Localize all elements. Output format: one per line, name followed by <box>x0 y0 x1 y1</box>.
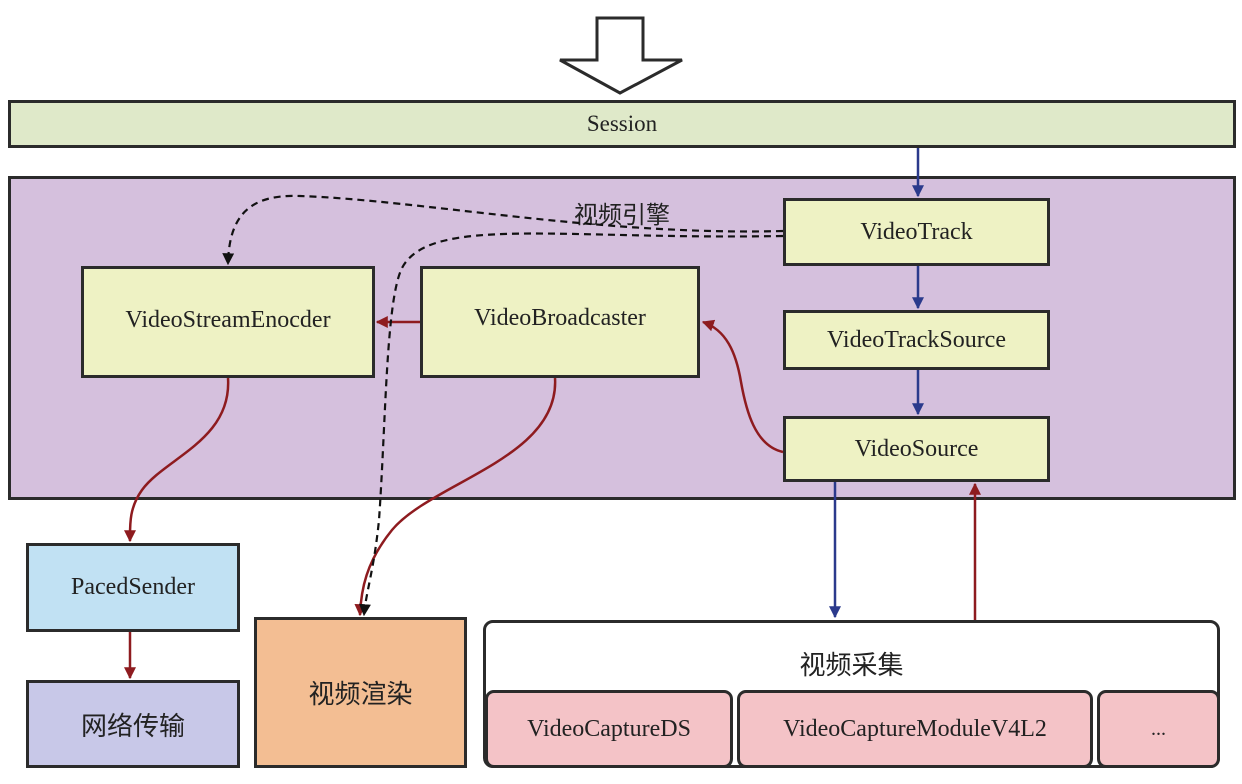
capture-module-v4l2: VideoCaptureModuleV4L2 <box>737 690 1093 768</box>
capture-module-ds: VideoCaptureDS <box>485 690 733 768</box>
paced-sender-label: PacedSender <box>71 574 195 600</box>
video-source-label: VideoSource <box>854 435 979 462</box>
video-track-source-node: VideoTrackSource <box>783 310 1050 370</box>
capture-module-ds-label: VideoCaptureDS <box>527 715 691 742</box>
video-track-source-label: VideoTrackSource <box>827 326 1006 353</box>
video-render-node: 视频渲染 <box>254 617 467 768</box>
video-stream-encoder-label: VideoStreamEnocder <box>125 306 331 333</box>
capture-module-v4l2-label: VideoCaptureModuleV4L2 <box>783 715 1047 742</box>
video-broadcaster-label: VideoBroadcaster <box>474 304 646 331</box>
input-down-arrow-icon <box>559 16 683 95</box>
capture-module-more-label: ... <box>1151 717 1166 740</box>
session-label: Session <box>586 111 658 136</box>
video-capture-label: 视频采集 <box>799 651 904 680</box>
network-transport-node: 网络传输 <box>26 680 240 768</box>
network-transport-label: 网络传输 <box>80 711 185 741</box>
session-bar: Session <box>8 100 1236 148</box>
video-render-label: 视频渲染 <box>308 680 413 709</box>
video-track-label: VideoTrack <box>860 218 973 245</box>
video-source-node: VideoSource <box>783 416 1050 482</box>
video-stream-encoder-node: VideoStreamEnocder <box>81 266 375 378</box>
paced-sender-node: PacedSender <box>26 543 240 632</box>
capture-module-more: ... <box>1097 690 1220 768</box>
video-broadcaster-node: VideoBroadcaster <box>420 266 700 378</box>
video-track-node: VideoTrack <box>783 198 1050 266</box>
